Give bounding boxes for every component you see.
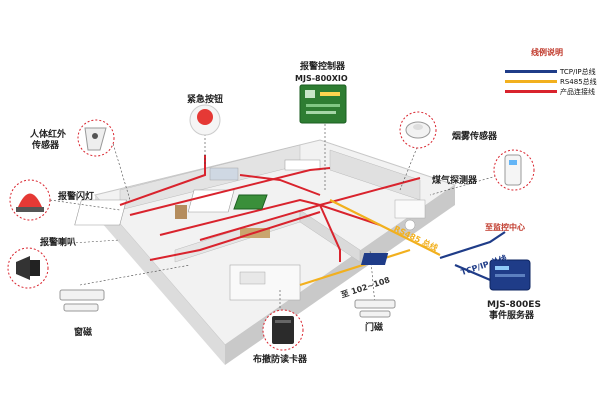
pir-sensor-label-line1: 人体红外 (30, 130, 67, 140)
emergency-button-device (189, 104, 221, 136)
smoke-detector-device (399, 111, 437, 149)
controller-label: 报警控制器 (300, 62, 346, 72)
pir-sensor-label-line2: 传感器 (32, 141, 60, 151)
tcpip-bus (439, 231, 506, 284)
controller-model-label: MJS-800XIO (295, 74, 348, 83)
product-wiring (119, 155, 421, 262)
monitor-center-label: 至监控中心 (485, 223, 525, 232)
legend-item-product: 产品连接线 (560, 88, 595, 96)
gas-detector-label: 煤气探测器 (432, 176, 478, 186)
event-server-model-label: MJS-800ES (487, 300, 541, 310)
window-magnet-device (59, 289, 105, 312)
rs485-bus (299, 199, 441, 287)
legend-item-rs485: RS485总线 (560, 78, 597, 86)
pir-sensor-device (77, 119, 115, 157)
card-reader-device (262, 309, 304, 351)
emergency-button-label: 紧急按钮 (187, 95, 224, 105)
legend-title: 线例说明 (531, 48, 563, 57)
event-server-device (489, 259, 531, 291)
event-server-name-label: 事件服务器 (489, 311, 535, 321)
alarm-light-device (9, 179, 51, 221)
network-switch-device (360, 253, 389, 265)
alarm-horn-label: 报警喇叭 (40, 238, 77, 248)
smoke-detector-label: 烟雾传感器 (452, 132, 498, 142)
legend-lines (505, 70, 557, 93)
door-magnet-label: 门磁 (365, 323, 384, 333)
alarm-controller-device (233, 84, 347, 210)
door-magnet-device (354, 299, 396, 318)
card-reader-label: 布撤防读卡器 (253, 355, 308, 365)
alarm-horn-device (7, 247, 49, 289)
window-magnet-label: 窗磁 (74, 328, 93, 338)
alarm-light-label: 报警闪灯 (58, 192, 95, 202)
gas-detector-device (493, 149, 535, 191)
legend-item-tcpip: TCP/IP总线 (560, 68, 596, 76)
